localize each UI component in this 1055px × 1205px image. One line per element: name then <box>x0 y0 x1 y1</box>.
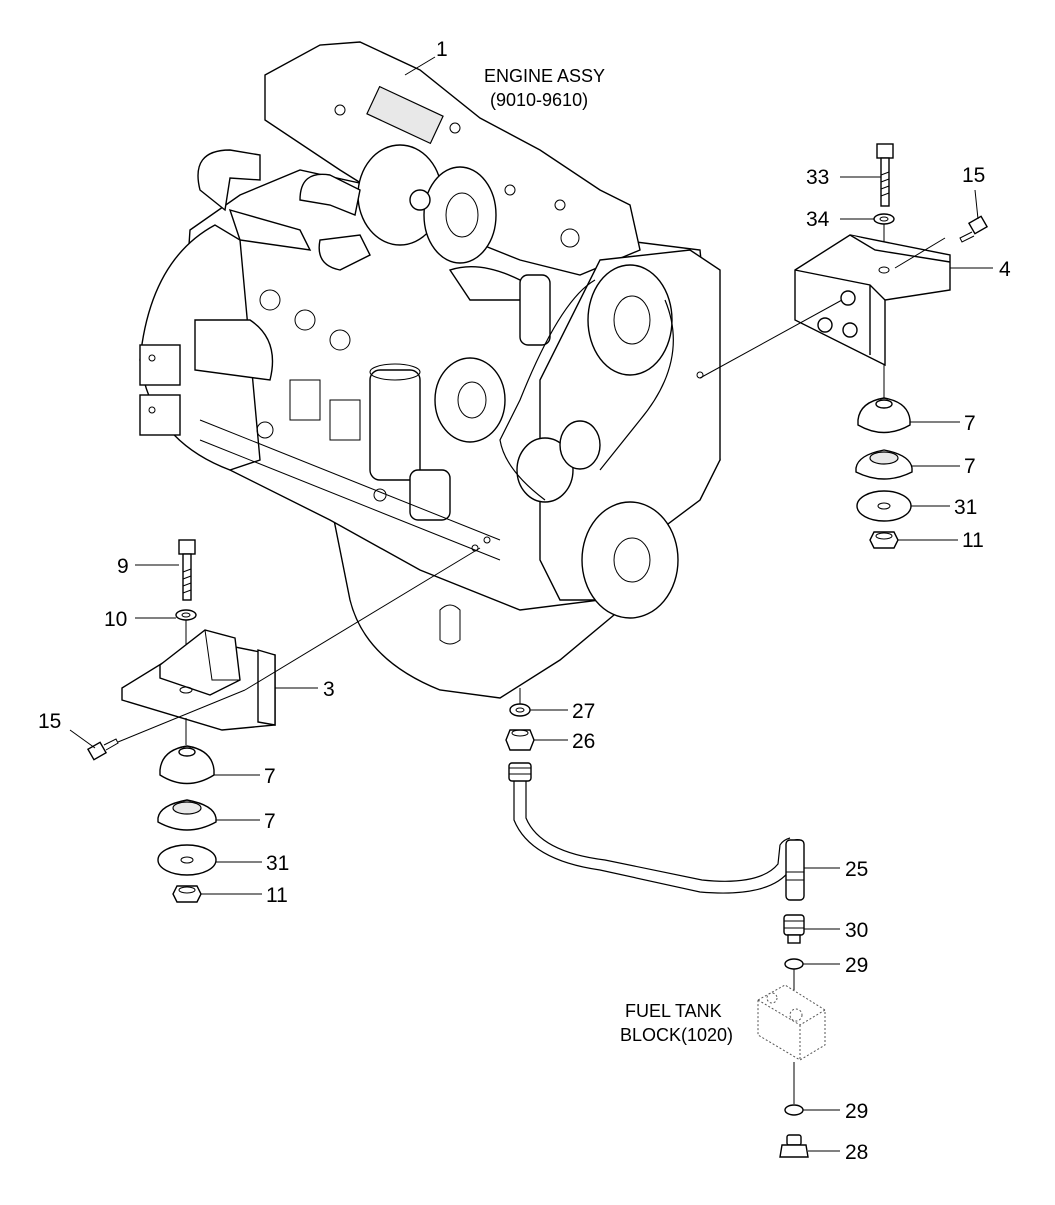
fuel-line-group <box>505 688 826 1158</box>
callout-7-left-lower: 7 <box>264 810 276 833</box>
callout-11-right: 11 <box>962 529 984 552</box>
fuel-block-caption-line2: BLOCK(1020) <box>620 1025 733 1045</box>
callout-29-upper: 29 <box>845 954 868 977</box>
bolt-33 <box>876 143 894 207</box>
callout-7-right-upper: 7 <box>964 412 976 435</box>
o-ring-29a <box>784 958 804 970</box>
callout-15-right: 15 <box>962 164 985 187</box>
bolt-9 <box>178 539 196 601</box>
right-mount-group <box>699 143 989 549</box>
callout-28: 28 <box>845 1141 868 1164</box>
engine-caption-line2: (9010-9610) <box>490 90 588 110</box>
fitting-30 <box>783 914 805 944</box>
callout-29-lower: 29 <box>845 1100 868 1123</box>
plug-28 <box>779 1134 809 1158</box>
washer-31b <box>157 844 217 876</box>
rubber-mount-7c <box>159 745 215 785</box>
washer-27 <box>509 703 531 717</box>
callout-11-left: 11 <box>266 884 288 907</box>
callout-27: 27 <box>572 700 595 723</box>
fuel-tank-block <box>757 984 826 1061</box>
nut-26 <box>505 729 535 751</box>
callout-9: 9 <box>117 555 129 578</box>
rubber-mount-7d <box>157 799 217 831</box>
bolt-15-left <box>86 738 119 761</box>
callout-26: 26 <box>572 730 595 753</box>
engine-caption-line1: ENGINE ASSY <box>484 66 605 86</box>
nut-11b <box>172 885 202 903</box>
bracket-3 <box>121 629 276 731</box>
bolt-15-right <box>959 215 989 243</box>
nut-11a <box>869 531 899 549</box>
callout-15-left: 15 <box>38 710 61 733</box>
engine-assembly <box>139 41 721 699</box>
rubber-mount-7a <box>857 397 911 434</box>
washer-31a <box>856 490 912 522</box>
callouts: 1 33 15 34 4 7 7 31 11 9 10 3 15 7 7 31 … <box>38 38 1011 1164</box>
callout-4: 4 <box>999 258 1011 281</box>
callout-34: 34 <box>806 208 830 231</box>
callout-31-right: 31 <box>954 496 977 519</box>
callout-3: 3 <box>323 678 335 701</box>
bracket-4 <box>794 234 951 367</box>
callout-31-left: 31 <box>266 852 289 875</box>
left-mount-group <box>86 539 481 903</box>
washer-10 <box>175 609 197 621</box>
callout-1: 1 <box>436 38 448 61</box>
callout-33: 33 <box>806 166 829 189</box>
callout-30: 30 <box>845 919 868 942</box>
washer-34 <box>873 213 895 225</box>
callout-7-right-lower: 7 <box>964 455 976 478</box>
rubber-mount-7b <box>855 449 913 480</box>
o-ring-29b <box>784 1104 804 1116</box>
fuel-block-caption-line1: FUEL TANK <box>625 1001 722 1021</box>
callout-10: 10 <box>104 608 127 631</box>
fuel-pipe-25 <box>508 762 805 901</box>
callout-7-left-upper: 7 <box>264 765 276 788</box>
callout-25: 25 <box>845 858 868 881</box>
leader-lines <box>69 56 993 1152</box>
